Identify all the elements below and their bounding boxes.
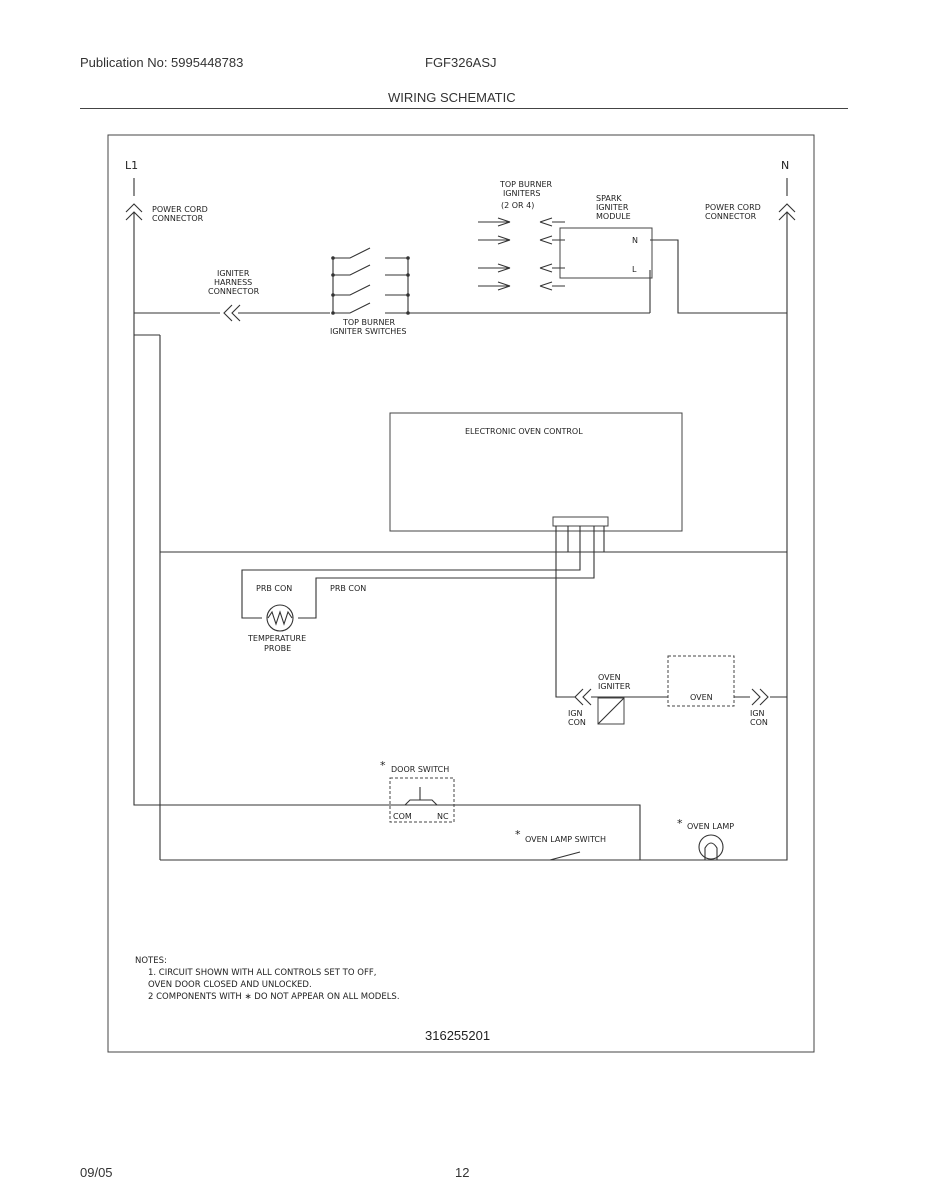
door-switch-com: COM [393,812,412,821]
door-switch-nc: NC [437,812,449,821]
igniter-harness-l3: CONNECTOR [208,287,260,296]
note-1a: 1. CIRCUIT SHOWN WITH ALL CONTROLS SET T… [148,968,376,978]
publication-number: Publication No: 5995448783 [80,55,244,70]
page-number: 12 [455,1165,470,1180]
ign-con-left-l1: IGN [568,709,583,718]
power-cord-right-l1: POWER CORD [705,203,761,212]
n-label: N [781,159,789,172]
prb-con-1-label: PRB CON [256,584,292,593]
door-switch-label: DOOR SWITCH [391,765,449,774]
oven-igniter [597,697,625,725]
oven-igniter-l1: OVEN [598,673,621,682]
l1-label: L1 [125,159,138,172]
top-burner-igniters [478,217,565,291]
lamp-asterisk: * [677,817,683,830]
header-divider [80,108,848,109]
model-number: FGF326ASJ [425,55,497,70]
top-burner-igniters-l1: TOP BURNER [499,180,552,189]
top-burner-igniters-l2: IGNITERS [503,189,540,198]
power-cord-left-l1: POWER CORD [152,205,208,214]
door-switch-contacts [404,787,438,806]
spark-module-l2: IGNITER [596,203,629,212]
prb-con-2-label: PRB CON [330,584,366,593]
spark-igniter-module [559,227,653,279]
control-signal-wires [241,526,605,698]
oven-lamp-label: OVEN LAMP [687,822,734,831]
temp-probe-l1: TEMPERATURE [247,634,306,643]
oven-lamp-filament [704,842,718,860]
oven-control-label: ELECTRONIC OVEN CONTROL [465,427,583,436]
lamp-switch-asterisk: * [515,828,521,841]
n-wire [160,178,796,861]
oven-lamp [698,834,724,860]
oven-igniter-l2: IGNITER [598,682,631,691]
temperature-probe [241,600,317,632]
igniter-harness-l1: IGNITER [217,269,250,278]
spark-module-l1: SPARK [596,194,622,203]
oven-valve-box [667,655,735,707]
igniter-harness-l2: HARNESS [214,278,252,287]
top-burner-igniter-switches [331,247,410,315]
temp-probe-l2: PROBE [264,644,291,653]
module-l-terminal: L [632,265,637,274]
footer-date: 09/05 [80,1165,113,1180]
ign-con-left-connector [574,688,592,706]
igniter-harness-connector [223,304,241,322]
note-2: 2 COMPONENTS WITH ∗ DO NOT APPEAR ON ALL… [148,992,400,1002]
power-cord-right-l2: CONNECTOR [705,212,757,221]
door-switch-box [389,777,455,823]
module-n-terminal: N [632,236,638,245]
ign-con-left-l2: CON [568,718,586,727]
note-1b: OVEN DOOR CLOSED AND UNLOCKED. [148,980,312,990]
oven-valve-label: OVEN [690,693,713,702]
module-n-wire [650,239,787,314]
part-number: 316255201 [425,1028,490,1043]
door-switch-asterisk: * [380,759,386,772]
ign-con-right-l2: CON [750,718,768,727]
top-burner-switches-l2: IGNITER SWITCHES [330,327,406,336]
oven-control-terminals [552,516,609,527]
schematic-frame [107,134,815,1053]
power-cord-left-l2: CONNECTOR [152,214,204,223]
oven-lamp-switch [549,851,581,861]
top-burner-switches-l1: TOP BURNER [342,318,395,327]
l1-wire [125,178,641,860]
notes-title: NOTES: [135,956,167,966]
oven-lamp-switch-label: OVEN LAMP SWITCH [525,835,606,844]
ign-con-right-connector [751,688,769,706]
ign-con-right-l1: IGN [750,709,765,718]
igniter-wire [591,696,650,725]
page-title: WIRING SCHEMATIC [388,90,516,105]
top-burner-igniters-l3: (2 OR 4) [501,201,534,210]
spark-module-l3: MODULE [596,212,631,221]
electronic-oven-control [389,412,683,532]
